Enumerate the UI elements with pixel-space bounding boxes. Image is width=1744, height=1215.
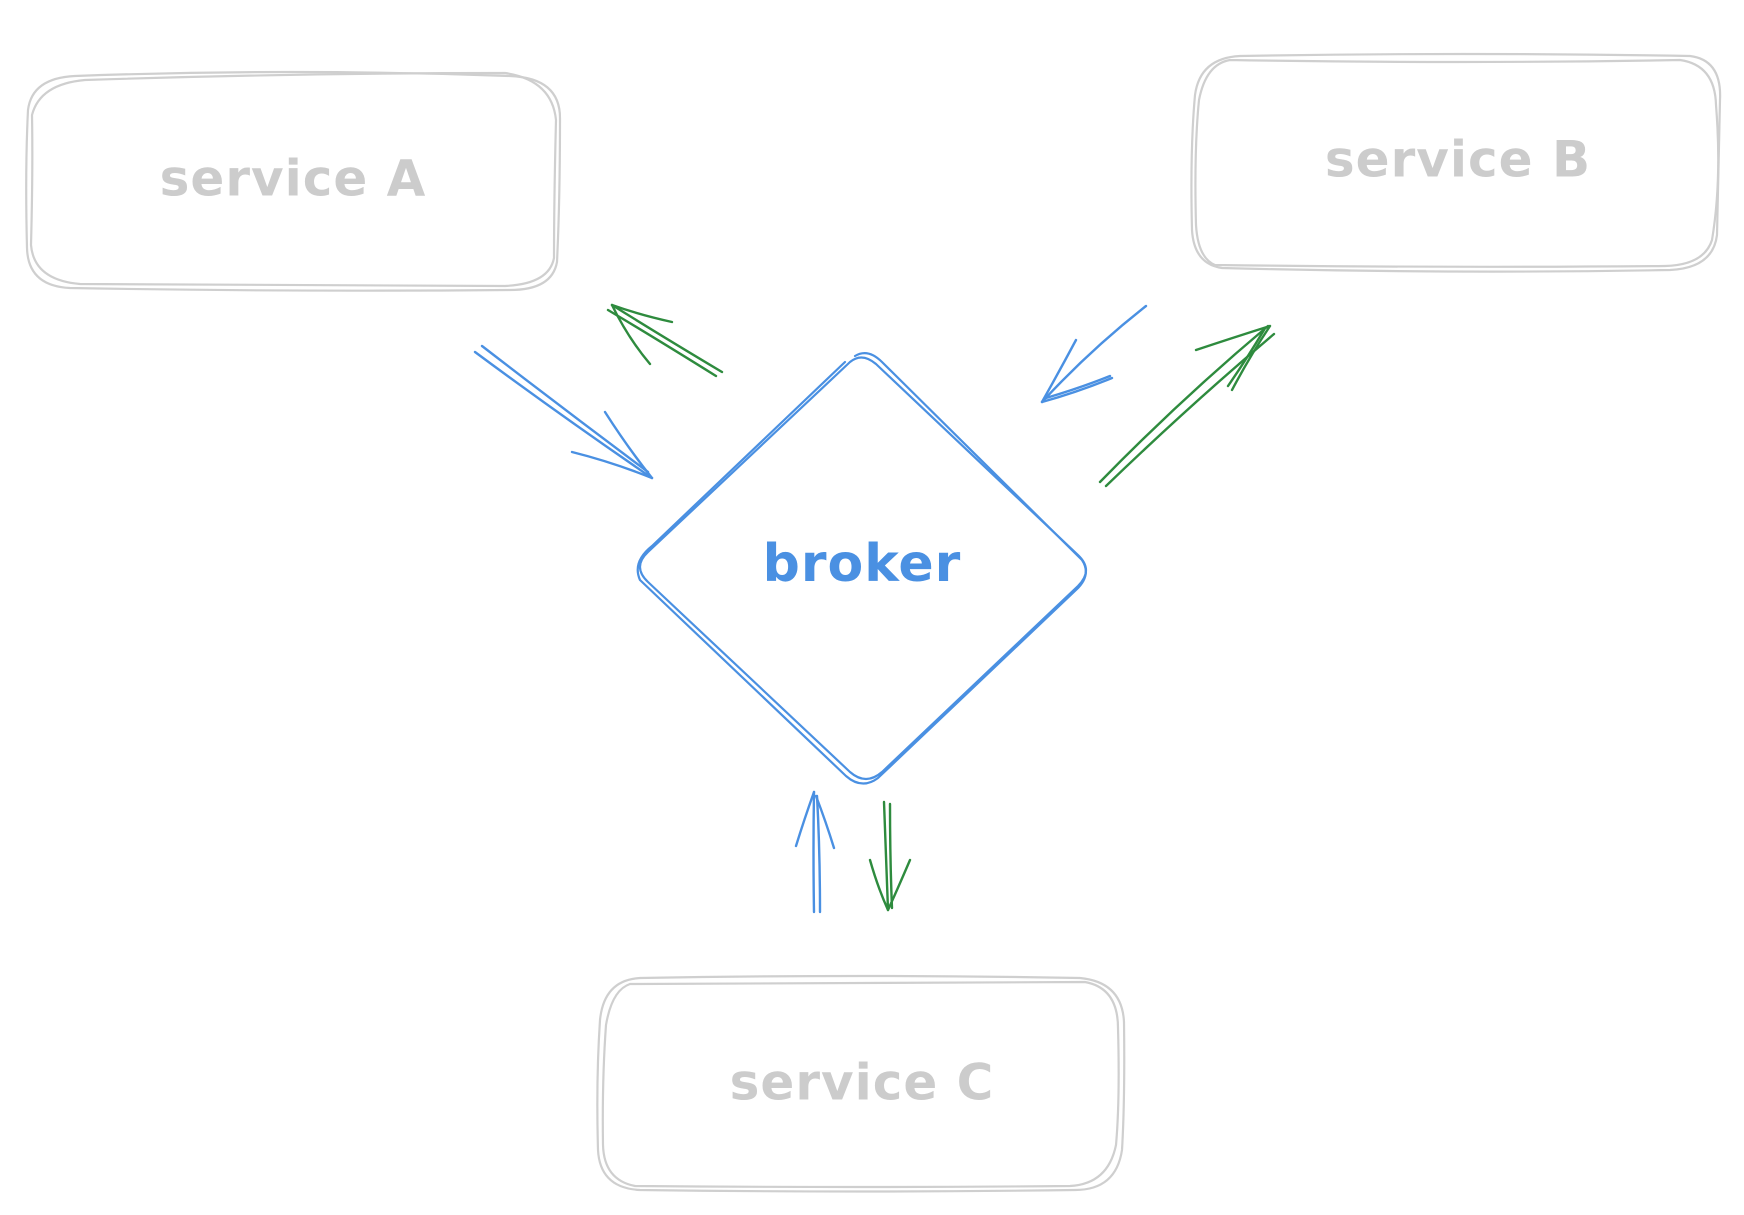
service-b-box-sketch xyxy=(1194,58,1720,268)
arrow-broker-to-service-a-line xyxy=(606,303,724,378)
service-a-box-sketch xyxy=(29,71,558,288)
edge-service-a-to-broker xyxy=(473,344,654,480)
service-b-label: service B xyxy=(1325,131,1591,189)
service-b-node[interactable]: service B xyxy=(1190,52,1722,273)
arrow-broker-to-service-a-head xyxy=(610,303,674,366)
edge-broker-to-service-b xyxy=(1098,324,1276,488)
arrow-service-c-to-broker-line xyxy=(812,790,822,914)
broker-node[interactable]: broker xyxy=(636,351,1088,785)
arrow-broker-to-service-c-head xyxy=(868,858,912,912)
service-a-node[interactable]: service A xyxy=(25,70,562,292)
edge-service-b-to-broker xyxy=(1040,304,1148,404)
service-c-node[interactable]: service C xyxy=(596,974,1126,1193)
service-c-box xyxy=(596,974,1126,1193)
arrow-service-a-to-broker-line xyxy=(473,344,654,480)
arrow-broker-to-service-b-line xyxy=(1098,324,1276,488)
broker-diamond xyxy=(638,356,1088,781)
service-a-label: service A xyxy=(160,150,427,208)
edge-broker-to-service-c xyxy=(868,800,912,912)
edge-service-c-to-broker xyxy=(794,790,836,914)
arrow-service-a-to-broker-head xyxy=(570,410,654,480)
broker-label: broker xyxy=(763,534,962,594)
service-a-box xyxy=(25,70,562,292)
arrow-service-b-to-broker-head xyxy=(1040,338,1114,404)
broker-diamond-sketch xyxy=(636,351,1087,785)
service-c-box-sketch xyxy=(601,980,1120,1189)
arrow-broker-to-service-b-head xyxy=(1194,324,1272,392)
service-b-box xyxy=(1190,52,1722,273)
arrow-service-c-to-broker-head xyxy=(794,790,836,850)
service-c-label: service C xyxy=(730,1054,995,1112)
edge-broker-to-service-a xyxy=(606,303,724,378)
arrow-service-b-to-broker-line xyxy=(1040,304,1148,404)
arrow-broker-to-service-c-line xyxy=(882,800,894,912)
